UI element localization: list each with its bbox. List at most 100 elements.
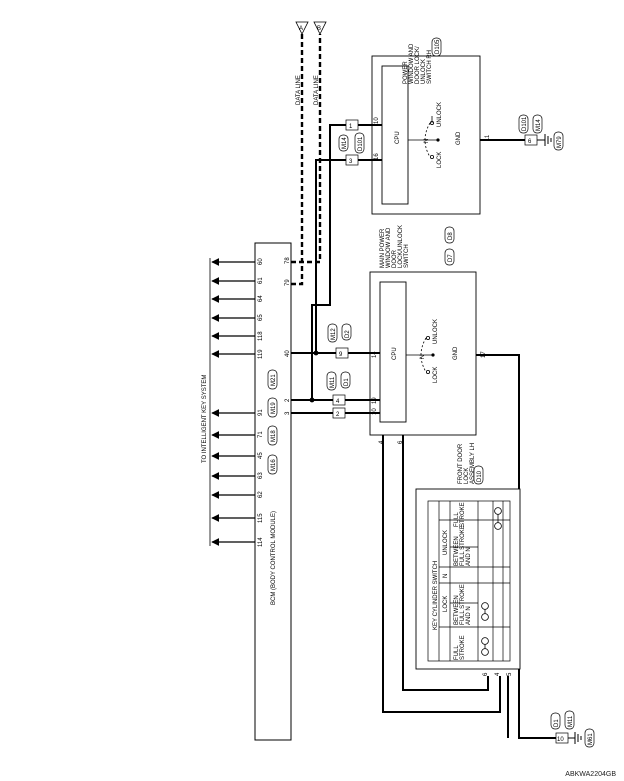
- svg-text:N: N: [424, 139, 430, 143]
- svg-text:AND N: AND N: [466, 547, 472, 566]
- svg-text:FULL STROKE: FULL STROKE: [460, 584, 466, 625]
- svg-text:4: 4: [336, 399, 340, 405]
- svg-text:DOOR LOCK/: DOOR LOCK/: [415, 46, 421, 84]
- svg-text:79: 79: [285, 279, 291, 286]
- svg-text:6: 6: [528, 139, 532, 145]
- bcm-top-pins: 114 115 62 63 45 71 91 119 118 65 64 61 …: [258, 258, 264, 547]
- bcm-connector-ids: M16 M18 M19 M21: [267, 369, 278, 475]
- svg-text:6: 6: [483, 672, 489, 676]
- svg-text:118: 118: [258, 331, 264, 341]
- bcm-right-pins: 3 2 40 79 78: [285, 257, 291, 415]
- rh-switch-title: POWER WINDOW AND DOOR LOCK/ UNLOCK SWITC…: [403, 37, 442, 84]
- svg-text:M79: M79: [557, 136, 563, 148]
- main-switch-title: MAIN POWER WINDOW AND DOOR LOCK/UNLOCK S…: [380, 225, 455, 268]
- svg-text:14: 14: [372, 351, 378, 358]
- svg-text:1: 1: [349, 124, 353, 130]
- front-lock-title: FRONT DOOR LOCK ASSEMBLY LH D10: [458, 443, 484, 485]
- main-cpu-label: CPU: [392, 347, 398, 360]
- svg-text:60: 60: [258, 258, 264, 265]
- svg-text:FULL: FULL: [454, 512, 460, 527]
- svg-text:40: 40: [285, 350, 291, 357]
- svg-text:UNLOCK: UNLOCK: [443, 530, 449, 555]
- svg-text:D101: D101: [358, 136, 364, 151]
- svg-text:SWITCH: SWITCH: [404, 244, 410, 268]
- svg-text:BETWEEN: BETWEEN: [454, 595, 460, 625]
- svg-text:65: 65: [258, 314, 264, 321]
- connector-b-triangle: [313, 21, 327, 35]
- bcm-conn-m19: M19: [271, 402, 277, 414]
- svg-text:71: 71: [258, 431, 264, 438]
- svg-text:5: 5: [507, 672, 513, 676]
- svg-text:MAIN POWER: MAIN POWER: [380, 228, 386, 268]
- svg-text:POWER: POWER: [403, 61, 409, 84]
- svg-text:16: 16: [374, 153, 380, 160]
- rh-cpu-box: [381, 65, 409, 205]
- svg-text:N: N: [420, 355, 426, 359]
- svg-text:N: N: [443, 574, 449, 578]
- bcm-module: BCM (BODY CONTROL MODULE) M16 M18 M19 M2…: [202, 242, 292, 741]
- svg-text:UNLOCK: UNLOCK: [421, 59, 427, 84]
- svg-text:3: 3: [349, 159, 353, 165]
- data-lines: A B DATA LINE DATA LINE: [291, 21, 327, 286]
- bottom-ground: 10 D1 M11 M61: [550, 710, 595, 748]
- connector-a-label: A: [299, 26, 303, 32]
- svg-text:119: 119: [258, 349, 264, 359]
- contact-circles: [481, 507, 502, 656]
- svg-text:M14: M14: [536, 119, 542, 131]
- svg-text:BETWEEN: BETWEEN: [454, 536, 460, 566]
- svg-text:D1: D1: [554, 719, 560, 727]
- svg-text:6: 6: [398, 440, 404, 444]
- svg-text:3: 3: [285, 411, 291, 415]
- svg-text:D1: D1: [344, 378, 350, 386]
- svg-text:9: 9: [339, 352, 343, 358]
- svg-text:M12: M12: [331, 328, 337, 340]
- svg-text:78: 78: [285, 257, 291, 264]
- main-power-window-switch: CPU MAIN POWER WINDOW AND DOOR LOCK/UNLO…: [369, 225, 487, 444]
- svg-text:4: 4: [495, 672, 501, 676]
- svg-text:D7: D7: [448, 254, 454, 262]
- rh-ground: 6 D101 M14 M79: [480, 114, 564, 151]
- bcm-conn-m18: M18: [271, 430, 277, 442]
- bcm-conn-m16: M16: [271, 459, 277, 471]
- svg-text:D101: D101: [522, 116, 528, 131]
- bcm-conn-m21: M21: [271, 374, 277, 386]
- svg-text:10: 10: [372, 408, 378, 415]
- joint-m12-d2: 9 M12 D2: [327, 323, 352, 359]
- svg-text:64: 64: [258, 295, 264, 302]
- svg-text:STROKE: STROKE: [460, 635, 466, 660]
- svg-text:LOCK: LOCK: [443, 596, 449, 612]
- svg-text:GND: GND: [453, 346, 459, 360]
- svg-text:D2: D2: [345, 330, 351, 338]
- joint-m11-d1: 4 2 M11 D1: [326, 371, 351, 419]
- svg-text:FULL STROKE: FULL STROKE: [460, 525, 466, 566]
- svg-text:LOCK: LOCK: [437, 152, 443, 168]
- svg-text:M11: M11: [330, 376, 336, 388]
- rh-conn-d105: D105: [435, 39, 441, 54]
- svg-text:10: 10: [557, 737, 564, 743]
- svg-text:AND N: AND N: [466, 606, 472, 625]
- bcm-box: [254, 242, 292, 741]
- svg-text:91: 91: [258, 409, 264, 416]
- svg-text:63: 63: [258, 472, 264, 479]
- svg-text:11: 11: [485, 134, 491, 141]
- diagram-code: ABKWA2204GB: [565, 771, 616, 778]
- svg-text:WINDOW AND: WINDOW AND: [386, 227, 392, 268]
- svg-text:M14: M14: [342, 137, 348, 149]
- svg-text:DOOR: DOOR: [392, 249, 398, 268]
- data-line-label-2: DATA LINE: [314, 75, 320, 105]
- svg-text:GND: GND: [456, 131, 462, 145]
- svg-text:SWITCH RH: SWITCH RH: [427, 50, 433, 84]
- svg-text:62: 62: [258, 491, 264, 498]
- power-window-switch-rh: CPU POWER WINDOW AND DOOR LOCK/ UNLOCK S…: [371, 37, 491, 215]
- svg-text:FULL: FULL: [454, 645, 460, 660]
- svg-text:STROKE: STROKE: [460, 502, 466, 527]
- rh-joint-connector: 1 3 M14 D101: [338, 119, 365, 166]
- svg-text:61: 61: [258, 277, 264, 284]
- svg-text:UNLOCK: UNLOCK: [437, 102, 443, 127]
- front-lock-conn-d10: D10: [477, 470, 483, 482]
- svg-text:2: 2: [336, 412, 340, 418]
- svg-text:10: 10: [374, 117, 380, 124]
- rh-cpu-label: CPU: [395, 131, 401, 144]
- svg-text:LOCK: LOCK: [433, 367, 439, 383]
